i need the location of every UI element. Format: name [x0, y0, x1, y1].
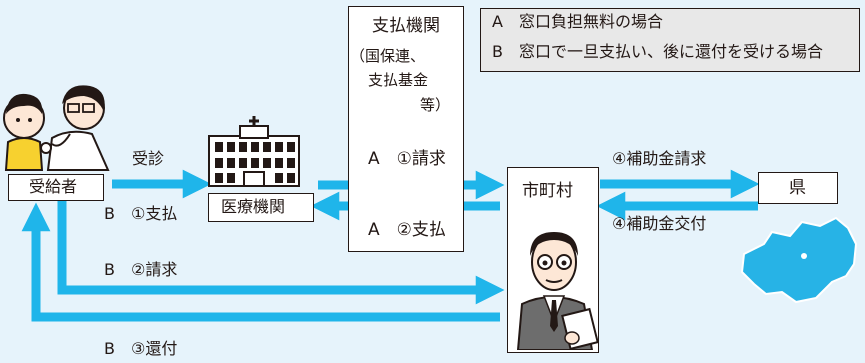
prefecture-label: 県 [789, 178, 806, 198]
payer-box [348, 6, 464, 252]
arrow-label-subsidy-grant: ④補助金交付 [612, 214, 707, 233]
arrow-b-claim [57, 200, 505, 305]
prefecture-map-icon [740, 216, 858, 304]
prefecture-box [758, 172, 838, 204]
official-person-illustration [516, 232, 598, 350]
municipality-label: 市町村 [522, 181, 573, 201]
arrow-label-b-claim: B ②請求 [104, 260, 178, 279]
recipient-label: 受給者 [29, 177, 78, 196]
legend-box [480, 8, 860, 72]
arrow-label-a-claim: A ①請求 [368, 149, 446, 169]
arrow-label-a-pay: A ②支払 [368, 220, 446, 240]
hospital-box [208, 193, 314, 222]
hospital-building-icon [208, 116, 300, 187]
doctor-patient-illustration [3, 85, 110, 171]
arrow-label-b-refund: B ③還付 [104, 339, 178, 358]
payer-detail-1: （国保連、 [350, 47, 426, 65]
payer-detail-2: 支払基金 [368, 71, 429, 89]
arrow-b-refund [21, 202, 500, 322]
payer-detail-3: 等） [420, 96, 451, 114]
legend-line-a: A 窓口負担無料の場合 [492, 12, 663, 31]
arrow-label-consult: 受診 [132, 149, 165, 168]
arrow-label-subsidy-claim: ④補助金請求 [612, 149, 707, 168]
arrow-label-b-pay: B ①支払 [104, 204, 178, 223]
hospital-label: 医療機関 [221, 197, 286, 216]
payer-name: 支払機関 [372, 16, 440, 36]
recipient-box [8, 174, 104, 201]
legend-line-b: B 窓口で一旦支払い、後に還付を受ける場合 [492, 42, 823, 61]
